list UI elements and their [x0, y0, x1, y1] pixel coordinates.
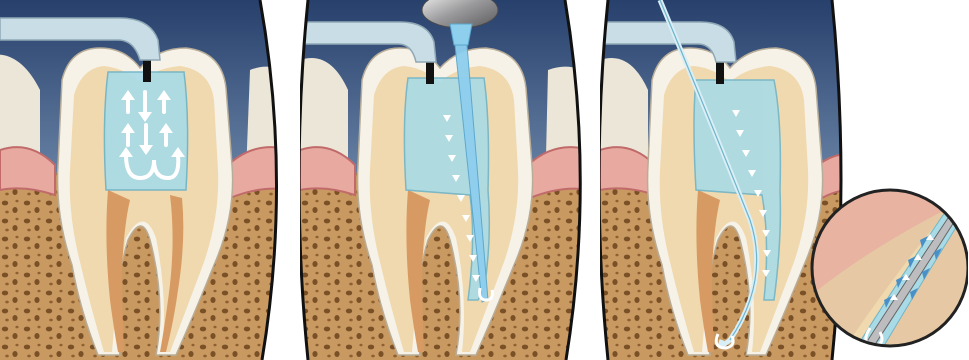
magnified-inset-icon [808, 178, 968, 358]
panel-needle-irrigation [300, 0, 590, 360]
needle-hub [450, 24, 472, 45]
access-opening [716, 60, 724, 84]
panel-pulp-chamber-irrigation [0, 0, 290, 360]
access-opening [143, 58, 151, 82]
access-opening [426, 60, 434, 84]
